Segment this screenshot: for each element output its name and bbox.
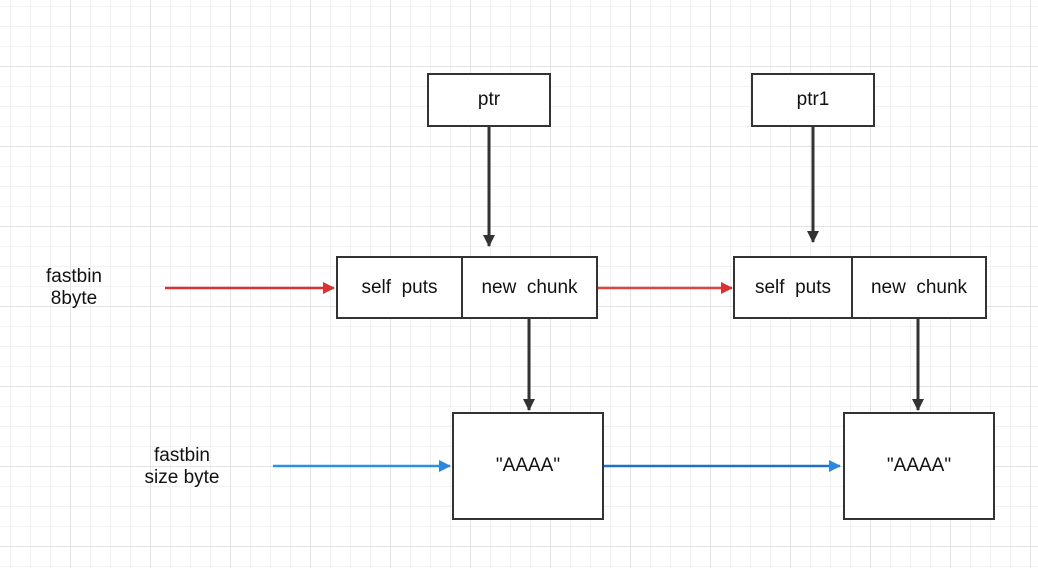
chunk1-self-puts-cell: self puts [336, 256, 463, 319]
chunk1-new-chunk-cell: new chunk [461, 256, 598, 319]
ptr-box: ptr [427, 73, 551, 127]
chunk2-self-puts-cell: self puts [733, 256, 853, 319]
chunk1-self-puts-label: self puts [361, 276, 438, 298]
fastbin-8byte-line2: 8byte [50, 288, 98, 309]
fastbin-sizebyte-line2: size byte [144, 467, 220, 488]
data2-box: "AAAA" [843, 412, 995, 520]
data1-label: "AAAA" [495, 455, 561, 476]
data2-label: "AAAA" [886, 455, 952, 476]
ptr-label: ptr [477, 89, 501, 110]
fastbin-sizebyte-label: fastbin size byte [122, 445, 242, 489]
chunk1-new-chunk-label: new chunk [481, 276, 578, 298]
ptr1-label: ptr1 [796, 89, 830, 110]
chunk2-self-puts-label: self puts [754, 276, 832, 298]
chunk2-new-chunk-label: new chunk [870, 276, 968, 298]
fastbin-8byte-label: fastbin 8byte [22, 266, 126, 310]
data1-box: "AAAA" [452, 412, 604, 520]
chunk2-new-chunk-cell: new chunk [851, 256, 987, 319]
ptr1-box: ptr1 [751, 73, 875, 127]
fastbin-8byte-line1: fastbin [46, 266, 102, 287]
fastbin-sizebyte-line1: fastbin [154, 445, 210, 466]
